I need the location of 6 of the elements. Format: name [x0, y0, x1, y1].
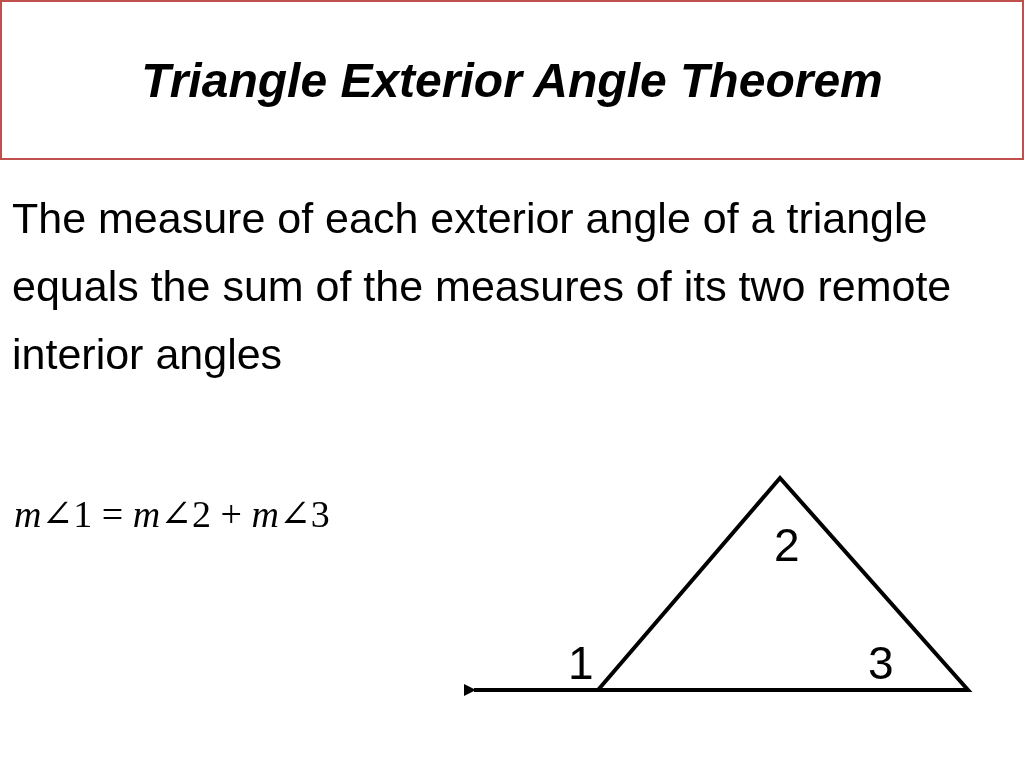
angle-number: 2: [774, 522, 800, 568]
body-text: The measure of each exterior angle of a triangle equals the sum of the measures of its two remote interior angles: [12, 193, 953, 380]
angle-number: 1: [568, 640, 594, 686]
formula: m∠1 = m∠2 + m∠3: [14, 492, 330, 536]
angle-number: 3: [868, 640, 894, 686]
title: Triangle Exterior Angle Theorem: [141, 52, 883, 108]
